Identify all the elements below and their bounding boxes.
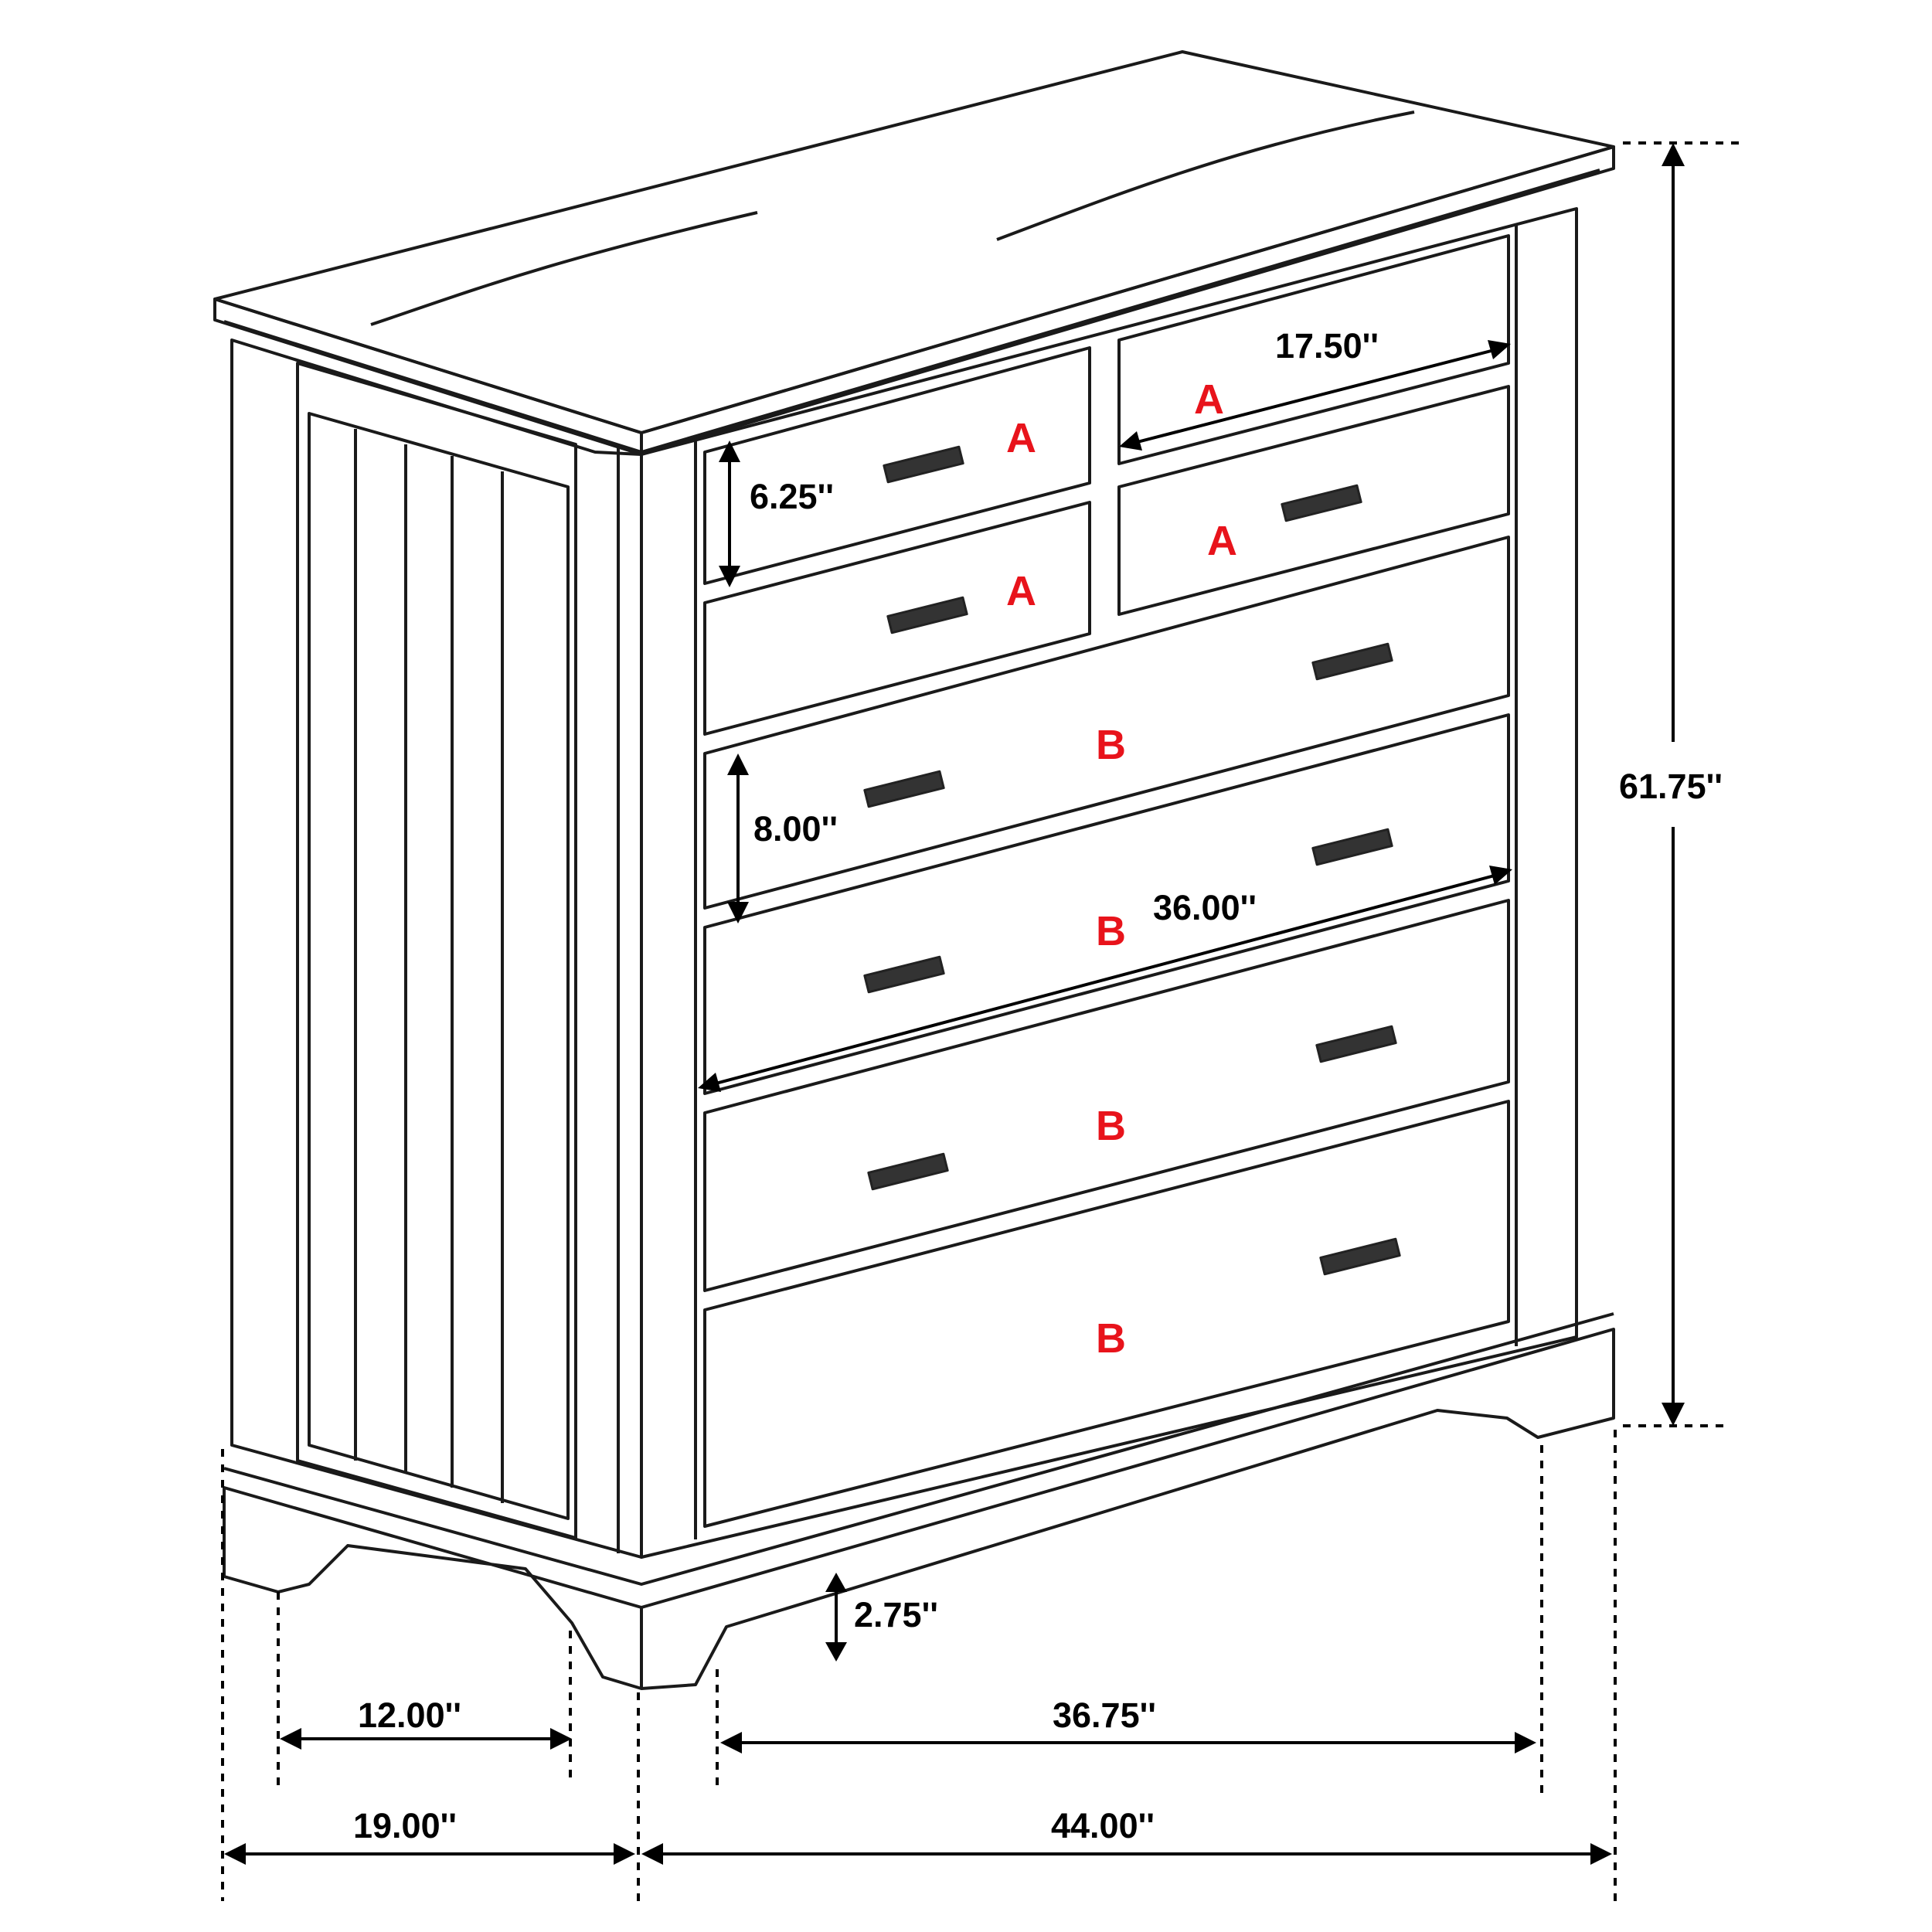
- overall-height-label: 61.75'': [1619, 767, 1723, 806]
- small-drawer-width-label: 17.50'': [1275, 326, 1379, 366]
- small-drawer-height-label: 6.25'': [750, 477, 834, 516]
- drawer-type-label: A: [1194, 376, 1224, 423]
- overall-width-label: 44.00'': [1051, 1806, 1155, 1845]
- drawer-type-label: A: [1006, 568, 1036, 614]
- side-inner-width-label: 12.00'': [358, 1696, 462, 1735]
- chest-front-frame: [640, 207, 1578, 1559]
- large-drawer-width-label: 36.00'': [1153, 888, 1257, 927]
- drawer-type-label: A: [1207, 518, 1237, 564]
- front-inner-width-label: 36.75'': [1053, 1696, 1157, 1735]
- overall-depth-label: 19.00'': [353, 1806, 457, 1845]
- chest-side-panel: [230, 338, 643, 1559]
- drawer-handles: [863, 445, 1401, 1276]
- chest-base: [223, 1312, 1615, 1690]
- chest-top: [213, 50, 1615, 456]
- drawer-type-label: B: [1096, 1103, 1126, 1149]
- leg-clearance-label: 2.75'': [854, 1595, 938, 1634]
- drawer-type-label: A: [1006, 415, 1036, 461]
- drawer-type-label: B: [1096, 1315, 1126, 1362]
- drawers: [703, 234, 1510, 1528]
- large-drawer-height-label: 8.00'': [753, 809, 838, 849]
- arrowheads: [224, 143, 1685, 1865]
- drawer-type-label: B: [1096, 722, 1126, 768]
- drawer-type-label: B: [1096, 908, 1126, 954]
